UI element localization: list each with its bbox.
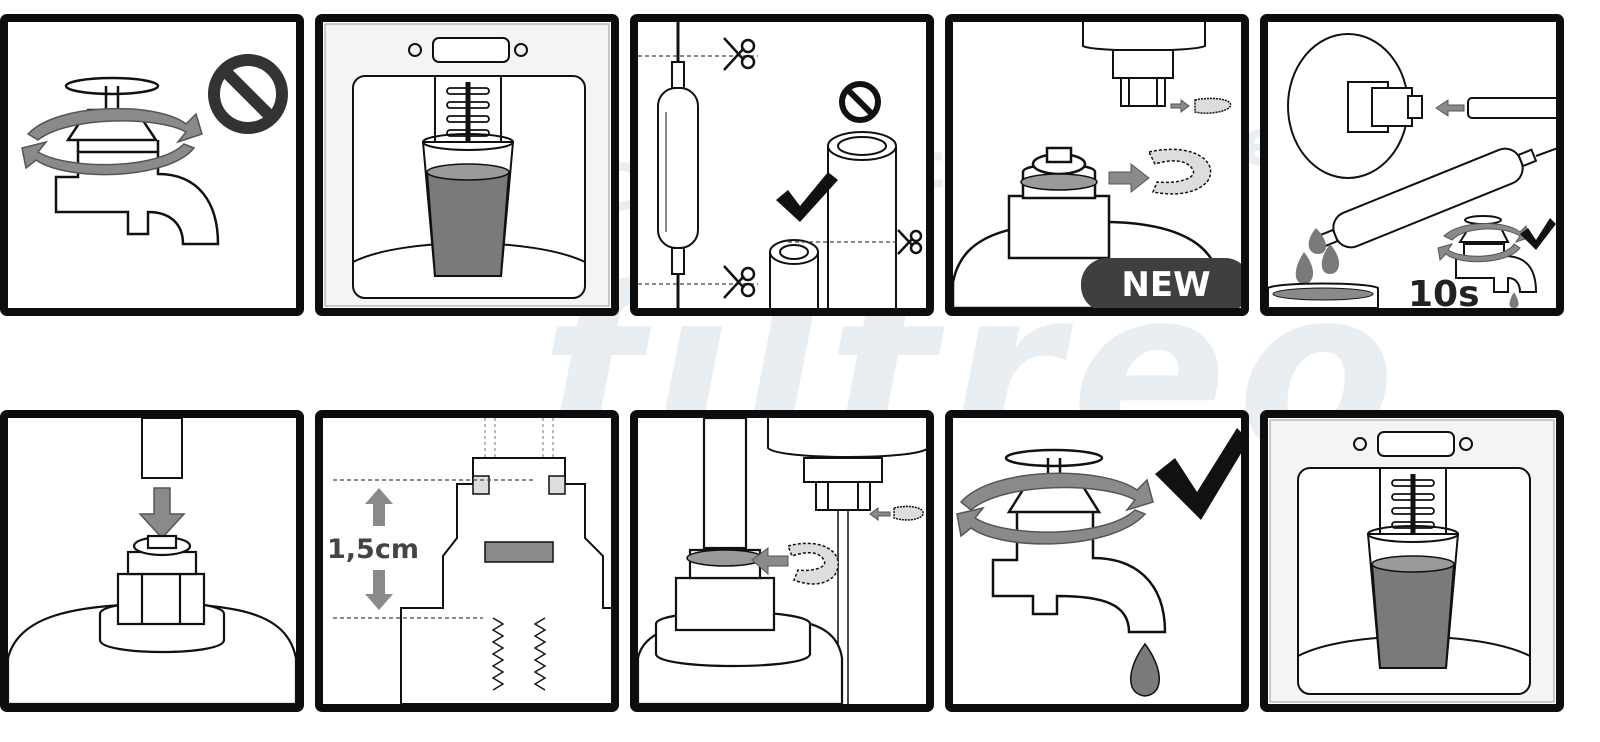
arrow-icon [869, 507, 891, 521]
water-tube [1467, 97, 1556, 119]
upper-filter-head [767, 418, 926, 511]
step-7-insertion-depth: 1,5cm [315, 410, 619, 712]
water-drop-icon [1295, 252, 1314, 284]
clip [893, 505, 924, 521]
step-1-illustration [21, 54, 288, 246]
upper-filter-head [1082, 22, 1206, 107]
step-2-drain-dispenser [315, 14, 619, 316]
glass [421, 133, 515, 277]
filter-connector [8, 534, 296, 704]
prohibited-icon [208, 54, 288, 134]
arrow-up-icon [365, 488, 393, 526]
flush-time-label: 10s [1408, 274, 1480, 315]
step-9-open-water-tap [945, 410, 1249, 712]
arrow-icon [751, 547, 789, 576]
filter-connector [638, 418, 844, 704]
water-tube [141, 418, 183, 479]
water-tap [54, 76, 220, 246]
prohibited-icon [839, 81, 881, 123]
step-10-test-dispenser [1260, 410, 1564, 712]
clip [786, 542, 839, 585]
step-5-flush-filter: 10s [1260, 14, 1564, 316]
new-badge: NEW [1081, 258, 1241, 308]
connector-cross-section [400, 457, 611, 704]
scissors-icon [723, 37, 756, 71]
step-7-illustration [333, 418, 611, 704]
step-4-remove-clip: NEW [945, 14, 1249, 316]
step-2-illustration [324, 23, 610, 307]
clip [1147, 148, 1212, 195]
rotate-arrow-icon [959, 472, 1154, 512]
water-drop-icon [1308, 228, 1326, 254]
step-6-insert-tube [0, 410, 304, 712]
rotate-arrow-icon [21, 140, 196, 176]
tube-angled-cut [827, 131, 897, 308]
scissors-icon [897, 229, 923, 255]
inline-water-filter [657, 61, 699, 275]
arrow-icon [1435, 99, 1465, 117]
checkmark-icon [776, 172, 838, 222]
arrow-icon [1170, 99, 1190, 113]
step-8-illustration [638, 418, 926, 704]
arrow-icon [1108, 162, 1150, 194]
rotate-arrow-icon [1437, 243, 1521, 263]
insertion-depth-label: 1,5cm [327, 534, 419, 565]
step-8-attach-clip [630, 410, 934, 712]
water-drop-icon [1509, 292, 1519, 308]
step-1-close-water-tap [0, 14, 304, 316]
clip [1194, 97, 1232, 114]
water-drop-icon [1130, 642, 1160, 697]
step-10-illustration [1269, 419, 1555, 703]
inline-water-filter [1318, 147, 1538, 249]
checkmark-icon [1155, 428, 1241, 520]
checkmark-icon [1520, 218, 1556, 250]
arrow-icon [138, 487, 186, 540]
filter-head [1287, 33, 1423, 179]
step-3-cut-tubes [630, 14, 934, 316]
step-5-illustration [1268, 33, 1556, 308]
rotate-arrow-icon [1443, 223, 1529, 243]
step-6-illustration [8, 418, 296, 704]
scissors-icon [723, 265, 756, 299]
glass [1366, 525, 1460, 669]
step-9-illustration [956, 428, 1241, 697]
tube-straight-cut [769, 239, 819, 308]
step-3-illustration [638, 22, 923, 308]
arrow-down-icon [365, 570, 393, 610]
rotate-arrow-icon [26, 107, 203, 144]
water-drop-icon [1321, 244, 1340, 274]
rotate-arrow-icon [956, 506, 1147, 545]
o-ring [484, 541, 554, 563]
